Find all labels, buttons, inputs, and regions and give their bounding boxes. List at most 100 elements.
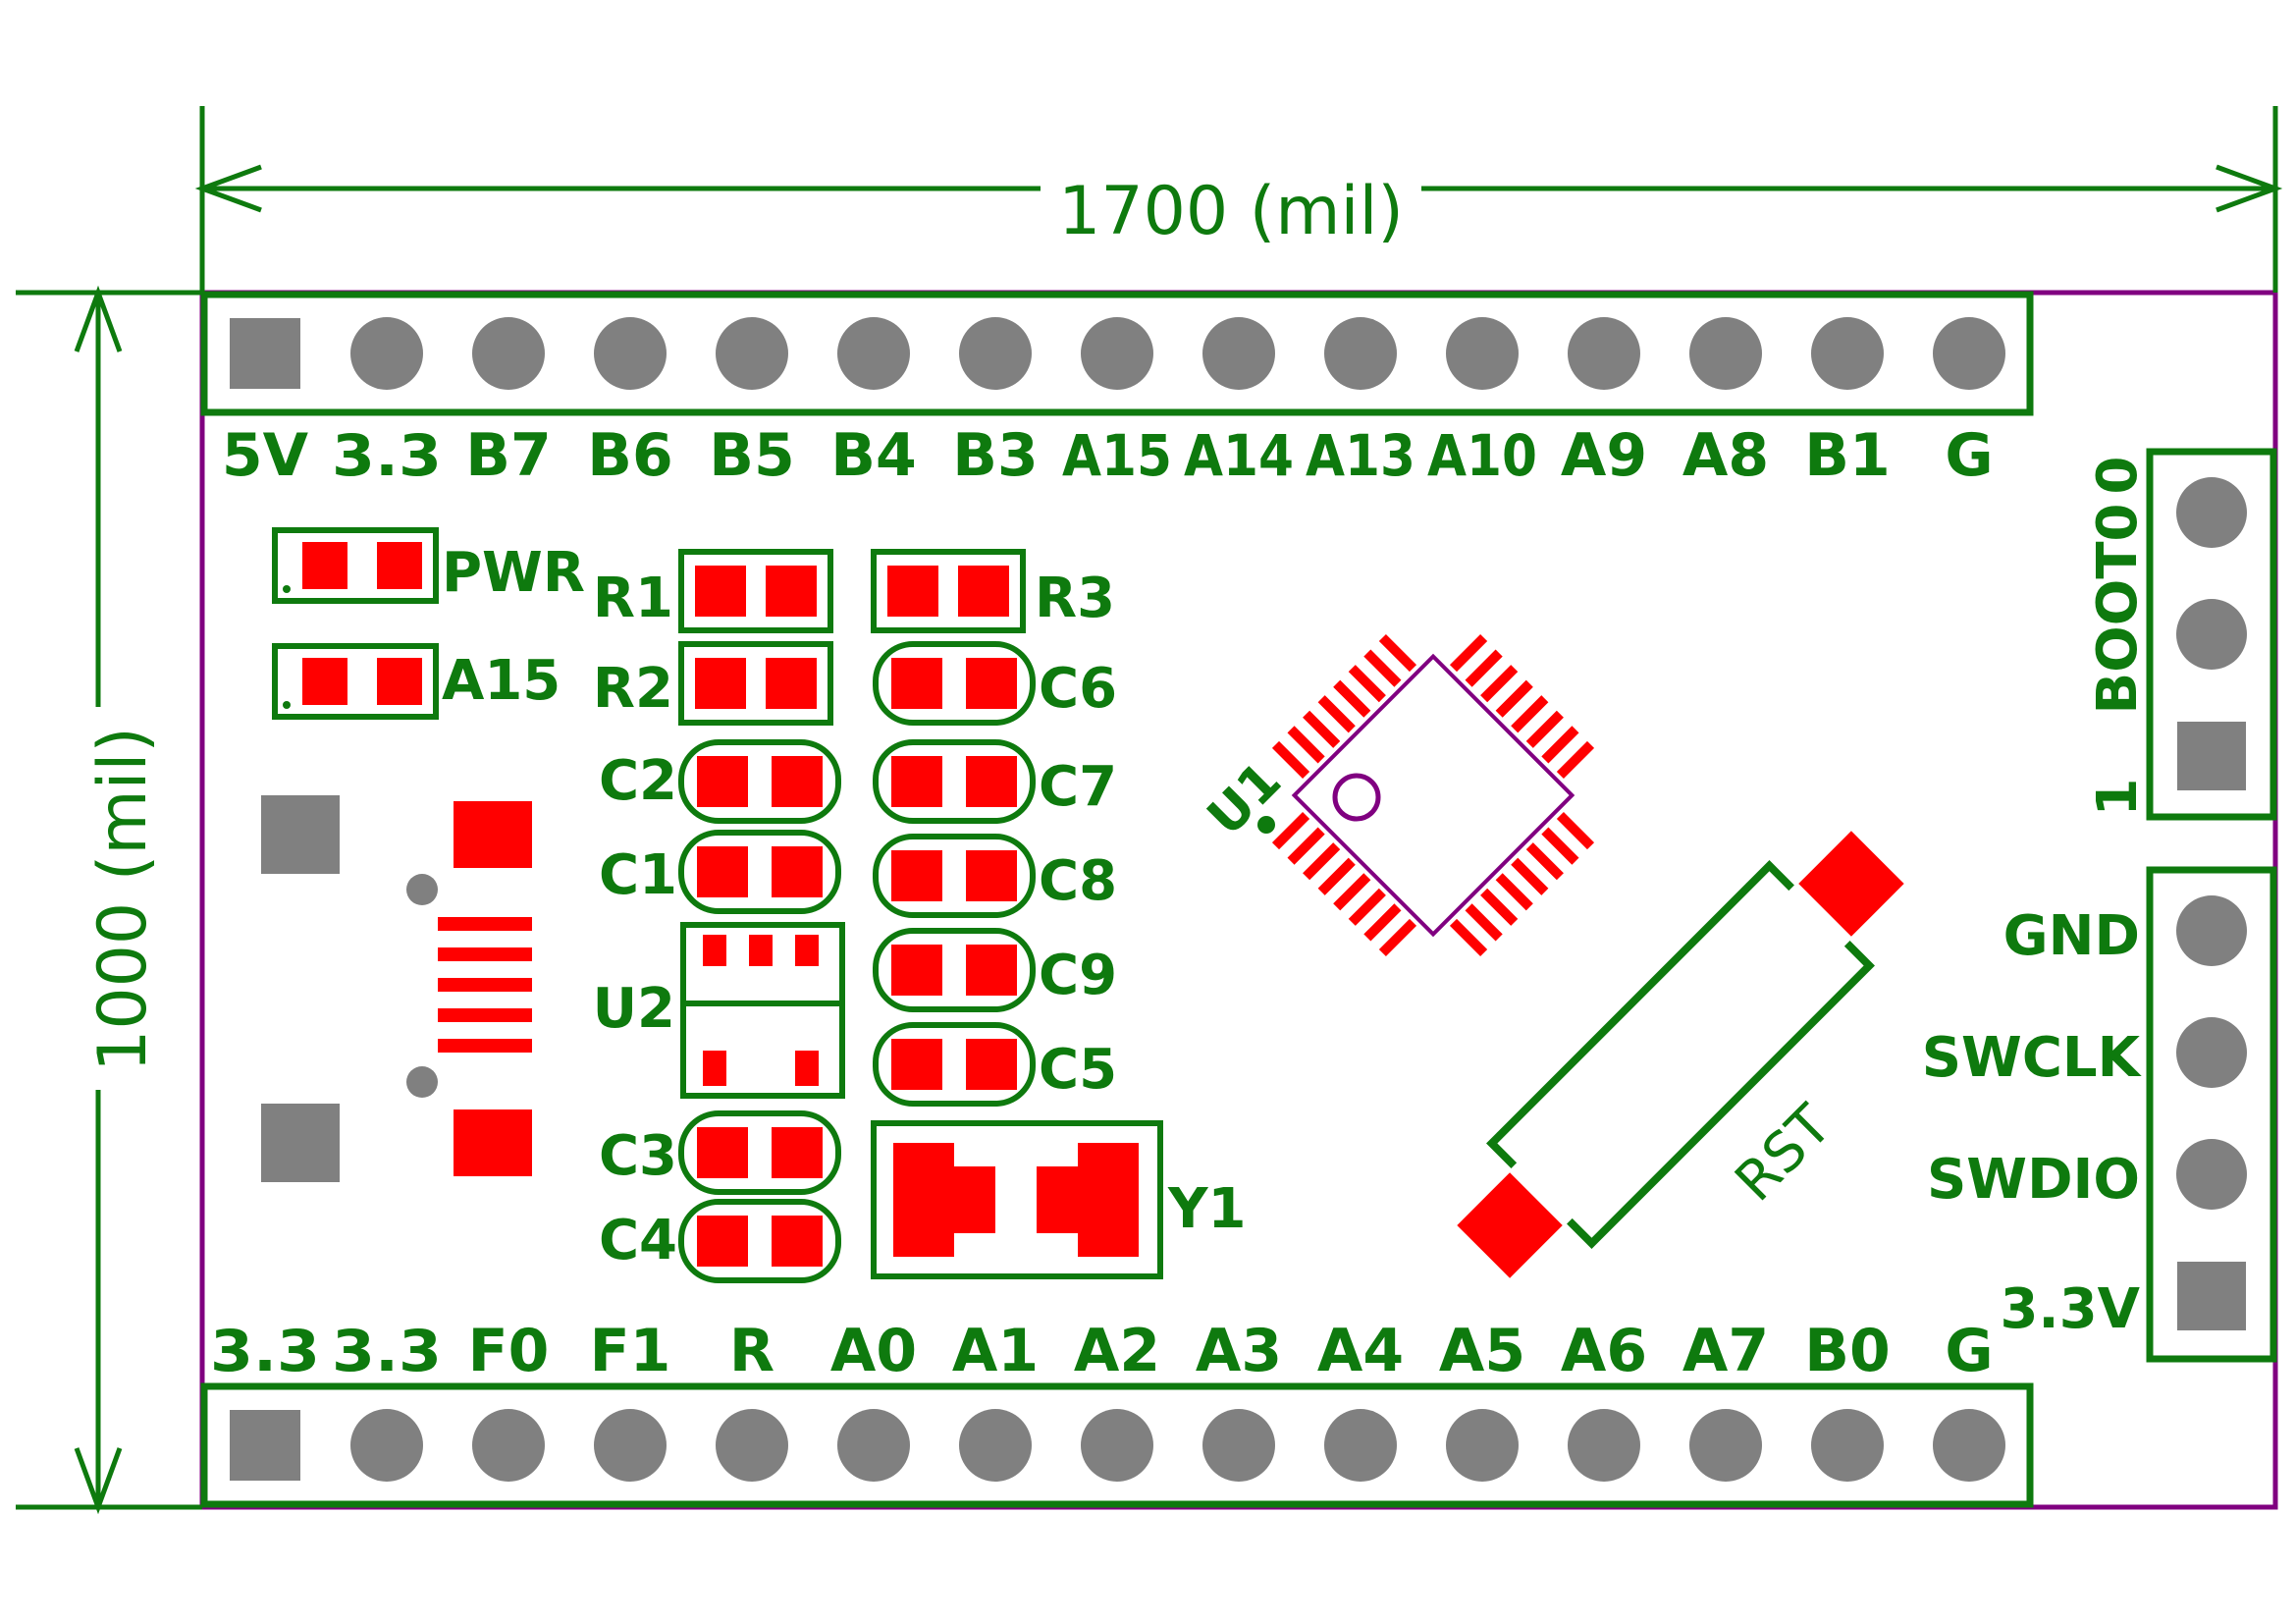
u1-label: U1 bbox=[1197, 751, 1293, 847]
bottom-header-label-2: F0 bbox=[468, 1317, 550, 1385]
u1-pad-7 bbox=[1541, 726, 1579, 764]
capacitor-c7 bbox=[873, 739, 1036, 824]
top-header-label-2: B7 bbox=[465, 421, 551, 490]
bottom-header-outline bbox=[200, 1382, 2034, 1508]
bottom-header-pin-11 bbox=[1568, 1409, 1640, 1482]
led-a15-label: A15 bbox=[442, 649, 561, 713]
c1-label: C1 bbox=[599, 843, 677, 907]
bottom-header-pins bbox=[230, 1409, 2005, 1482]
r1-label: R1 bbox=[593, 567, 673, 630]
capacitor-c5 bbox=[873, 1022, 1036, 1107]
bottom-header-pin-7 bbox=[1081, 1409, 1153, 1482]
top-header-pin-1 bbox=[350, 317, 423, 390]
top-header-pin-7 bbox=[1081, 317, 1153, 390]
bottom-header-pin-10 bbox=[1446, 1409, 1519, 1482]
capacitor-c9 bbox=[873, 928, 1036, 1012]
u1-pad-5 bbox=[1511, 695, 1549, 733]
swd-label-swclk: SWCLK bbox=[1922, 1026, 2143, 1090]
bottom-header-label-12: A7 bbox=[1682, 1317, 1769, 1385]
c4-label: C4 bbox=[599, 1209, 677, 1272]
y1-label: Y1 bbox=[1167, 1177, 1247, 1241]
height-dimension bbox=[16, 285, 202, 1515]
swd-header-outline bbox=[2146, 866, 2277, 1363]
bottom-header-label-1: 3.3 bbox=[332, 1318, 442, 1384]
u1-pad-20 bbox=[1317, 857, 1356, 895]
bottom-header-label-0: 3.3 bbox=[210, 1318, 320, 1384]
boot-pin-mid bbox=[2176, 599, 2247, 670]
u1-pad-10 bbox=[1541, 827, 1579, 865]
top-header-label-9: A13 bbox=[1306, 422, 1415, 489]
bottom-header-label-14: G bbox=[1945, 1317, 1993, 1385]
capacitor-c3 bbox=[678, 1110, 841, 1195]
capacitor-c8 bbox=[873, 834, 1036, 918]
bottom-header-pin-4 bbox=[716, 1409, 788, 1482]
c2-label: C2 bbox=[599, 749, 677, 813]
u1-pad-24 bbox=[1378, 918, 1417, 957]
bottom-header-label-7: A2 bbox=[1074, 1317, 1160, 1385]
top-header-pin-14 bbox=[1933, 317, 2005, 390]
c6-label: C6 bbox=[1039, 657, 1117, 721]
top-header-pin-6 bbox=[959, 317, 1032, 390]
top-header-pin-8 bbox=[1202, 317, 1275, 390]
swd-pin-3v3 bbox=[2177, 1262, 2246, 1330]
bottom-header-pin-9 bbox=[1324, 1409, 1397, 1482]
bottom-header-label-8: A3 bbox=[1196, 1317, 1282, 1385]
microcontroller-u1 bbox=[1271, 633, 1595, 957]
u1-pad-9 bbox=[1556, 811, 1595, 850]
boot-pin-0 bbox=[2176, 477, 2247, 548]
bottom-header-label-11: A6 bbox=[1561, 1317, 1647, 1385]
u1-pad-31 bbox=[1287, 726, 1325, 764]
top-header-label-14: G bbox=[1945, 421, 1993, 490]
capacitor-c4 bbox=[678, 1199, 841, 1283]
u1-pad-11 bbox=[1525, 842, 1564, 881]
u1-pad-18 bbox=[1287, 827, 1325, 865]
top-header-label-5: B4 bbox=[830, 421, 916, 490]
r2-label: R2 bbox=[593, 657, 673, 721]
top-header-label-7: A15 bbox=[1062, 422, 1172, 489]
u1-pad-3 bbox=[1480, 665, 1519, 703]
bottom-header-pin-0 bbox=[230, 1410, 300, 1481]
bottom-header-label-10: A5 bbox=[1439, 1317, 1525, 1385]
top-header-pin-3 bbox=[594, 317, 667, 390]
top-header-pin-4 bbox=[716, 317, 788, 390]
top-header-pin-11 bbox=[1568, 317, 1640, 390]
u1-pad-26 bbox=[1363, 649, 1402, 687]
top-header-label-1: 3.3 bbox=[332, 422, 442, 489]
c5-label: C5 bbox=[1039, 1038, 1117, 1102]
u1-dot bbox=[1257, 816, 1275, 834]
height-dimension-label: 1000 (mil) bbox=[84, 727, 162, 1072]
bottom-header-pin-13 bbox=[1811, 1409, 1884, 1482]
bottom-header-label-9: A4 bbox=[1317, 1317, 1404, 1385]
u1-pin1-marker bbox=[1332, 773, 1381, 822]
swd-pin-gnd bbox=[2176, 895, 2247, 966]
top-header-pins bbox=[230, 317, 2005, 390]
bottom-header-label-3: F1 bbox=[590, 1317, 671, 1385]
bottom-header-pin-5 bbox=[837, 1409, 910, 1482]
top-header-pin-0 bbox=[230, 318, 300, 389]
boot-label-one: 1 bbox=[2086, 779, 2150, 817]
usb-connector bbox=[261, 795, 532, 1182]
rst-label: RST bbox=[1724, 1093, 1844, 1214]
boot-header-outline bbox=[2146, 448, 2277, 821]
u1-pad-30 bbox=[1303, 710, 1341, 748]
bottom-header-pin-1 bbox=[350, 1409, 423, 1482]
u1-pad-2 bbox=[1465, 649, 1503, 687]
led-pwr-label: PWR bbox=[442, 541, 585, 605]
bottom-header-pin-3 bbox=[594, 1409, 667, 1482]
top-header-label-11: A9 bbox=[1561, 421, 1647, 490]
bottom-header-pin-8 bbox=[1202, 1409, 1275, 1482]
bottom-header-label-13: B0 bbox=[1804, 1317, 1890, 1385]
bottom-header-pin-2 bbox=[472, 1409, 545, 1482]
c3-label: C3 bbox=[599, 1124, 677, 1188]
u1-pad-14 bbox=[1480, 888, 1519, 926]
top-header-pin-10 bbox=[1446, 317, 1519, 390]
top-header-label-13: B1 bbox=[1804, 421, 1890, 490]
top-header-label-10: A10 bbox=[1427, 422, 1537, 489]
capacitor-c6 bbox=[873, 641, 1036, 726]
boot-pin-1 bbox=[2177, 722, 2246, 790]
u1-pad-12 bbox=[1511, 857, 1549, 895]
c9-label: C9 bbox=[1039, 944, 1117, 1007]
capacitor-c1 bbox=[678, 830, 841, 914]
